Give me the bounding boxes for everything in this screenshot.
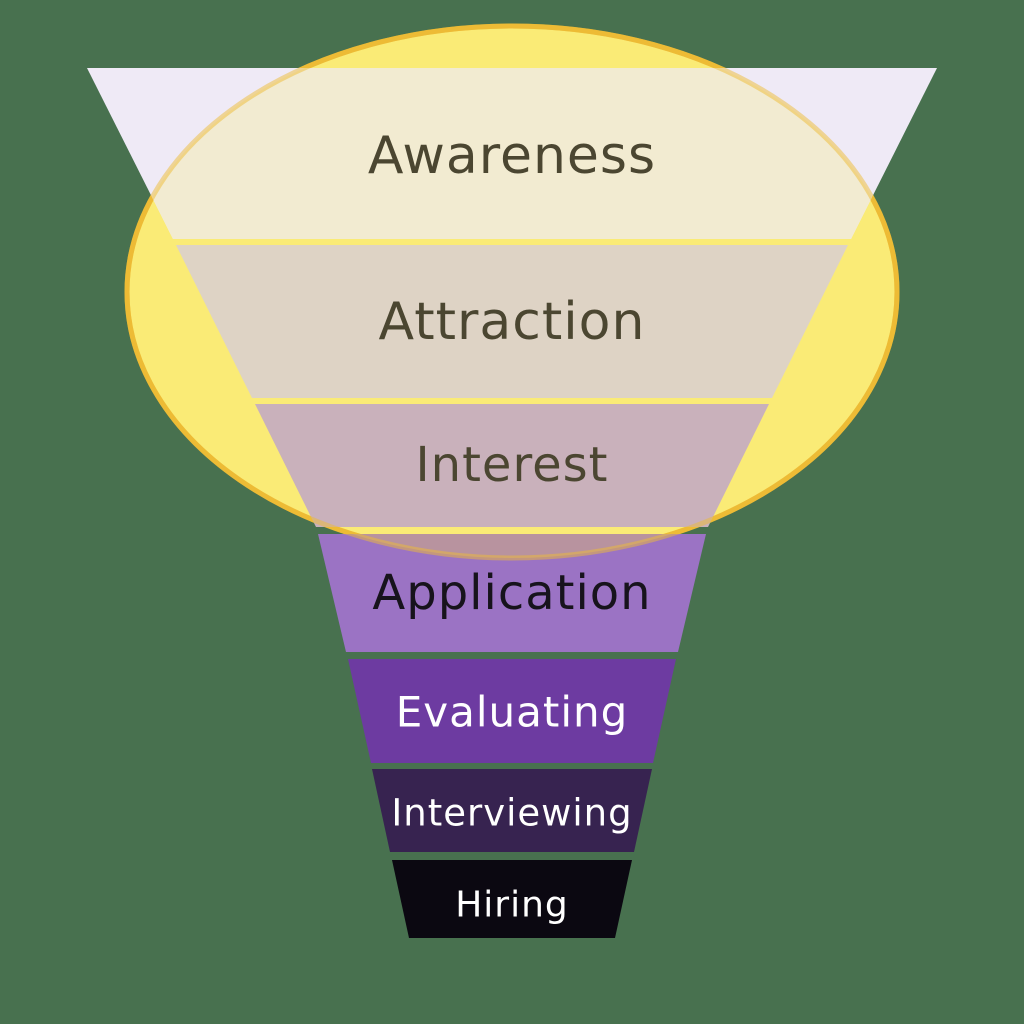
stage-label-application: Application [372,565,651,621]
stage-label-interviewing: Interviewing [391,792,632,835]
stage-label-hiring: Hiring [455,885,569,926]
stage-shape-interest [255,404,769,527]
stage-shape-application [318,534,706,652]
funnel-stages [87,68,937,938]
funnel-labels: Awareness Attraction Interest Applicatio… [368,126,656,926]
stage-shape-hiring [392,860,632,938]
stage-label-awareness: Awareness [368,126,656,186]
stage-shape-attraction [176,245,848,398]
stage-label-attraction: Attraction [379,292,646,352]
stage-label-interest: Interest [416,437,609,493]
stage-shape-interviewing [372,769,652,852]
stage-label-evaluating: Evaluating [396,688,629,737]
highlight-ellipse-outline-overlay [124,23,900,561]
stage-shape-evaluating [348,659,676,763]
stage-shape-awareness-ellipse-tint [127,68,897,239]
